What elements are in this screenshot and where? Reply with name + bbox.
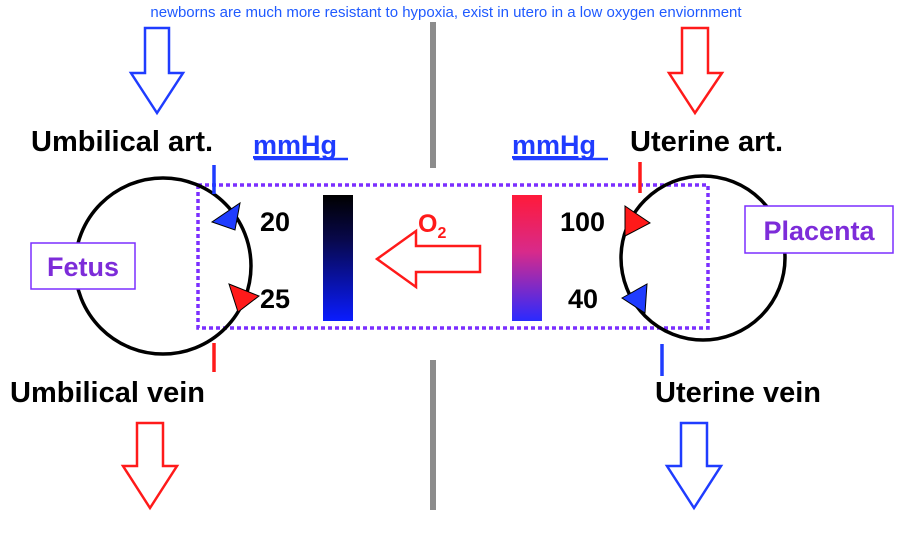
oxygen-symbol: O	[418, 210, 437, 238]
fetal-inflow-arrow-icon	[128, 26, 186, 116]
umbilical-vein-label: Umbilical vein	[10, 377, 205, 409]
maternal-outflow-arrow-icon	[664, 421, 724, 511]
oxygen-transfer-label: O2	[418, 210, 446, 242]
uterine-vein-po2: 40	[568, 284, 598, 314]
umbilical-vein-po2: 25	[260, 284, 290, 314]
fetal-arterial-flow-icon	[210, 201, 241, 231]
maternal-oxygen-gradient-bar	[512, 195, 542, 321]
fetal-venous-flow-icon	[228, 283, 261, 313]
uterine-artery-po2: 100	[560, 207, 605, 237]
maternal-circulation-loop	[619, 174, 787, 342]
fetal-unit-label: mmHg	[253, 130, 337, 160]
oxygen-subscript: 2	[437, 225, 446, 242]
exchange-box	[196, 183, 710, 330]
umbilical-artery-po2: 20	[260, 207, 290, 237]
oxygen-transfer-arrow-icon	[374, 228, 482, 290]
maternal-inflow-arrow-icon	[666, 26, 725, 116]
note-text: newborns are much more resistant to hypo…	[150, 4, 742, 21]
maternal-venous-flow-icon	[621, 283, 648, 314]
fetal-oxygen-gradient-bar	[323, 195, 353, 321]
umbilical-artery-label: Umbilical art.	[31, 126, 213, 158]
fetal-outflow-arrow-icon	[120, 421, 180, 511]
fetus-box	[30, 242, 136, 290]
maternal-arterial-flow-icon	[624, 205, 651, 237]
placenta-label: Placenta	[763, 216, 875, 246]
maternal-unit-label: mmHg	[512, 130, 596, 160]
uterine-vein-label: Uterine vein	[655, 377, 821, 409]
uterine-artery-label: Uterine art.	[630, 126, 783, 158]
placenta-box	[744, 205, 894, 254]
fetus-label: Fetus	[47, 252, 119, 282]
